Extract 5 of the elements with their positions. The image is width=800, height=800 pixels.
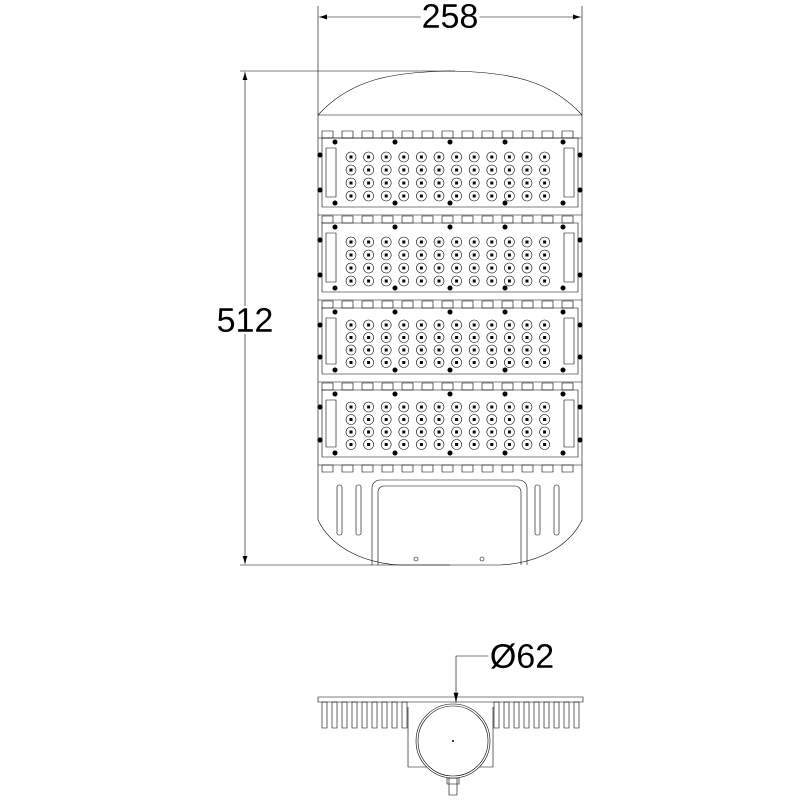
- leader-line: [454, 656, 489, 702]
- dimension-text: Ø62: [491, 643, 552, 669]
- dimension-text: 258: [420, 2, 480, 30]
- dimension-text: 512: [214, 306, 276, 334]
- pipe-circle: [416, 704, 490, 778]
